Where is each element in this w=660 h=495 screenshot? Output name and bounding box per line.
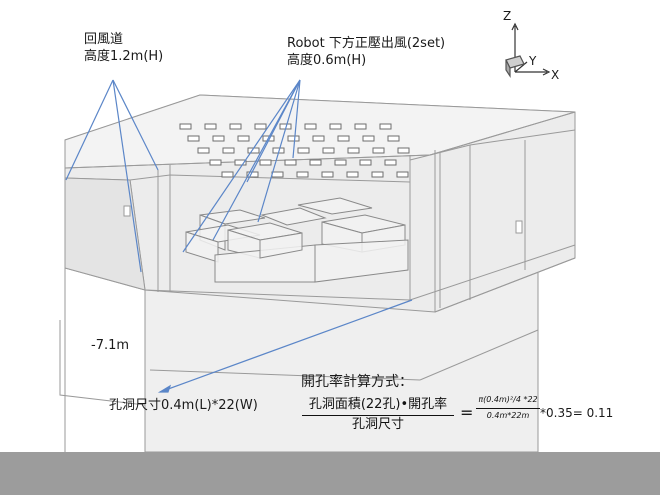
- depth-label: -7.1m: [91, 338, 130, 353]
- formula-lhs-denominator: 孔洞尺寸: [351, 417, 404, 432]
- hole-size-label: 孔洞尺寸0.4m(L)*22(W): [109, 398, 258, 413]
- formula-rhs: π(0.4m)²/4 *22 0.4m*22m: [476, 393, 540, 423]
- formula-rhs-numerator: π(0.4m)²/4 *22: [476, 393, 540, 409]
- formula-equals: =: [460, 403, 474, 422]
- robot-outlet-title: Robot 下方正壓出風(2set): [287, 36, 446, 51]
- axis-z-label: Z: [503, 9, 512, 23]
- formula-title: 開孔率計算方式：: [301, 374, 413, 390]
- formula-result: *0.35= 0.11: [540, 406, 614, 420]
- robot-outlet-label: Robot 下方正壓出風(2set) 高度0.6m(H): [287, 35, 445, 69]
- return-duct-label: 回風道 高度1.2m(H): [84, 31, 163, 65]
- axis-gizmo: [505, 22, 551, 78]
- return-duct-title: 回風道: [84, 32, 124, 47]
- return-duct-height: 高度1.2m(H): [84, 49, 164, 64]
- axis-y-label: Y: [529, 54, 537, 68]
- axis-x-label: X: [551, 68, 560, 82]
- leader-lines: [65, 79, 413, 393]
- robot-outlet-height: 高度0.6m(H): [287, 53, 367, 68]
- robot-units: [185, 197, 409, 283]
- formula-lhs: 孔洞面積(22孔)•開孔率 孔洞尺寸: [302, 396, 454, 434]
- bottom-band: [0, 452, 660, 495]
- right-tower: [439, 140, 526, 308]
- formula-lhs-numerator: 孔洞面積(22孔)•開孔率: [302, 396, 454, 416]
- formula-rhs-denominator: 0.4m*22m: [486, 411, 530, 420]
